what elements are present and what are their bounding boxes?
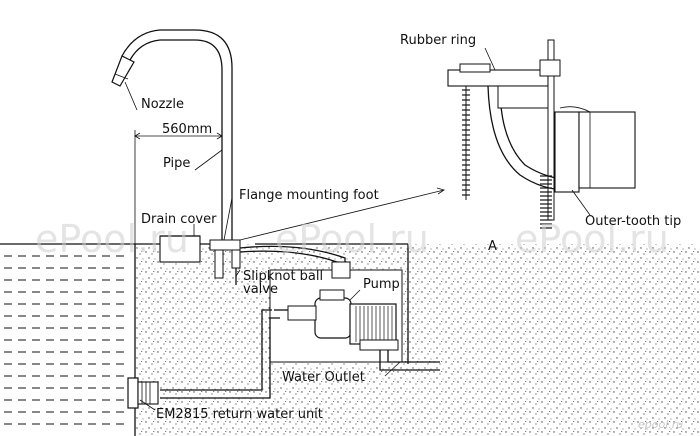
pump xyxy=(274,289,399,351)
label-slipknot-1: Slipknot ball xyxy=(243,269,323,284)
label-water-outlet: Water Outlet xyxy=(282,370,365,385)
return-water-unit xyxy=(127,377,159,409)
detail-a xyxy=(447,39,636,229)
label-drain-cover: Drain cover xyxy=(141,212,217,227)
return-piping xyxy=(160,309,440,399)
label-return-unit: EM2815 return water unit xyxy=(156,407,323,422)
label-flange-mounting-foot: Flange mounting foot xyxy=(239,188,379,203)
dimension-line xyxy=(134,130,223,244)
nozzle-pipe xyxy=(111,29,233,240)
watermark-3: ePool.ru xyxy=(515,217,669,261)
label-pipe: Pipe xyxy=(163,156,190,171)
leader-lines xyxy=(124,47,591,411)
label-outer-tooth-tip: Outer-tooth tip xyxy=(585,214,681,229)
water-surface xyxy=(0,243,135,425)
label-rubber-ring: Rubber ring xyxy=(400,33,476,48)
drain-cover xyxy=(159,235,201,263)
label-nozzle: Nozzle xyxy=(141,97,184,112)
label-dimension: 560mm xyxy=(162,122,212,137)
watermark-corner: epool.ru xyxy=(638,418,683,431)
label-pump: Pump xyxy=(363,277,400,292)
label-slipknot-2: valve xyxy=(243,282,278,297)
flange-foot xyxy=(209,239,351,285)
watermark-2: ePool.ru xyxy=(275,217,429,261)
watermark-1: ePool.ru xyxy=(35,217,189,261)
label-detail-a: A xyxy=(488,239,497,254)
